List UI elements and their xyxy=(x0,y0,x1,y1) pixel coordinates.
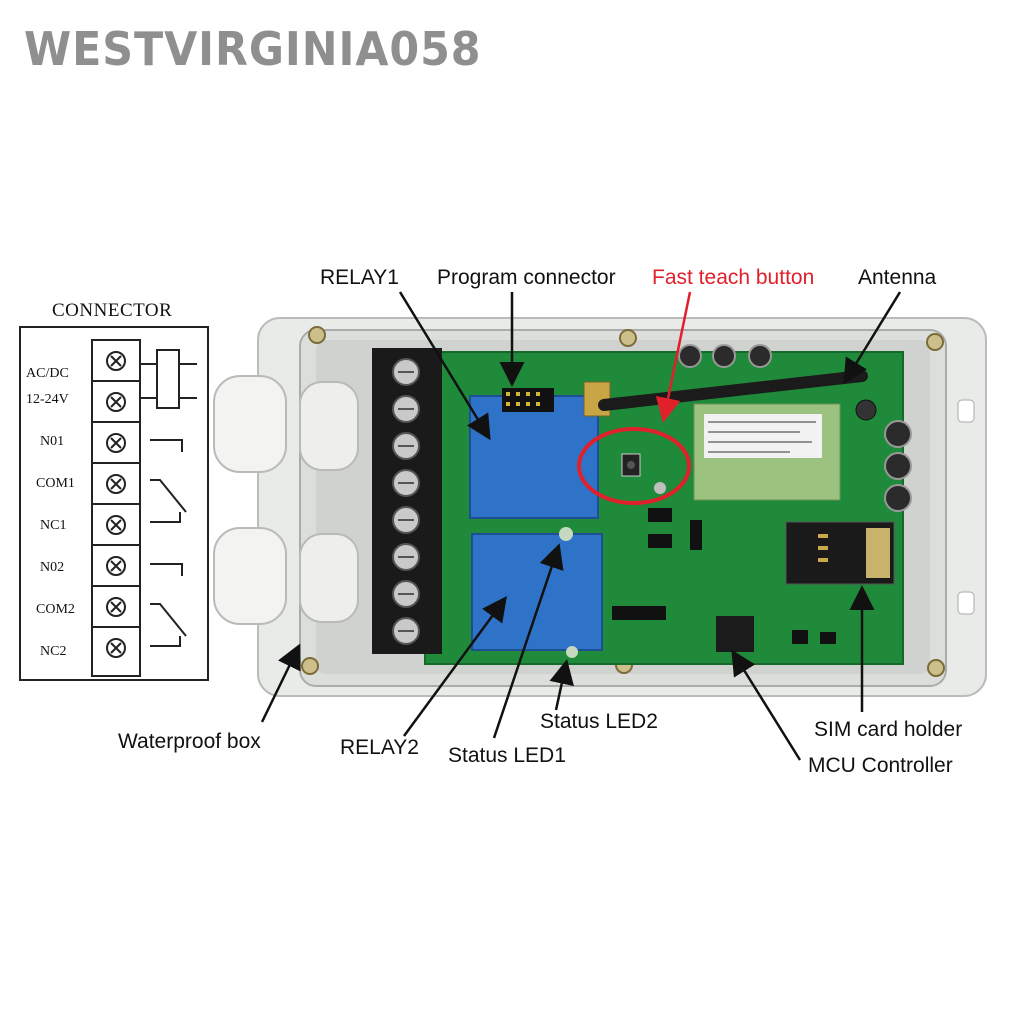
status-led2 xyxy=(566,646,578,658)
connector-label-voltage: 12-24V xyxy=(26,392,69,407)
leader-arrows xyxy=(260,291,902,761)
fast-teach-highlight xyxy=(577,427,691,505)
connector-title: CONNECTOR xyxy=(52,300,173,321)
status-led1 xyxy=(559,527,573,541)
label-antenna: Antenna xyxy=(858,266,937,289)
relay1 xyxy=(469,395,599,519)
connector-label-com1: COM1 xyxy=(36,476,75,491)
label-status-led1: Status LED1 xyxy=(448,744,566,767)
connector-table xyxy=(19,326,209,681)
relay2 xyxy=(471,533,603,651)
antenna-whip xyxy=(598,370,868,411)
watermark-text: WESTVIRGINIA058 xyxy=(24,22,482,76)
label-waterproof-box: Waterproof box xyxy=(118,730,261,753)
terminal-screw-symbol xyxy=(106,556,126,576)
label-status-led2: Status LED2 xyxy=(540,710,658,733)
cable-glands xyxy=(213,375,359,625)
program-header xyxy=(502,388,554,412)
label-mcu-controller: MCU Controller xyxy=(808,754,953,777)
terminal-screw-symbol xyxy=(106,638,126,658)
terminal-screw-symbol xyxy=(106,392,126,412)
relay2-contacts-symbol xyxy=(150,563,187,647)
mcu-chip xyxy=(716,616,754,652)
connector-label-nc2: NC2 xyxy=(40,644,67,659)
terminal-screw-symbol xyxy=(106,597,126,617)
label-program-connector: Program connector xyxy=(437,266,616,289)
terminal-screw-symbol xyxy=(106,474,126,494)
connector-label-nc1: NC1 xyxy=(40,518,67,533)
power-symbol xyxy=(140,349,197,409)
connector-label-com2: COM2 xyxy=(36,602,75,617)
label-sim-card-holder: SIM card holder xyxy=(814,718,963,741)
terminal-screw-symbol xyxy=(106,351,126,371)
connector-label-acdc: AC/DC xyxy=(26,366,69,381)
terminal-screw-symbol xyxy=(106,433,126,453)
connector-label-no2: N02 xyxy=(40,560,65,575)
label-fast-teach-button: Fast teach button xyxy=(652,266,815,289)
relay1-contacts-symbol xyxy=(150,439,187,523)
terminal-screw-symbol xyxy=(106,515,126,535)
connector-label-no1: N01 xyxy=(40,434,65,449)
label-relay2: RELAY2 xyxy=(340,736,419,759)
pcb-board xyxy=(372,344,912,665)
label-relay1: RELAY1 xyxy=(320,266,399,289)
